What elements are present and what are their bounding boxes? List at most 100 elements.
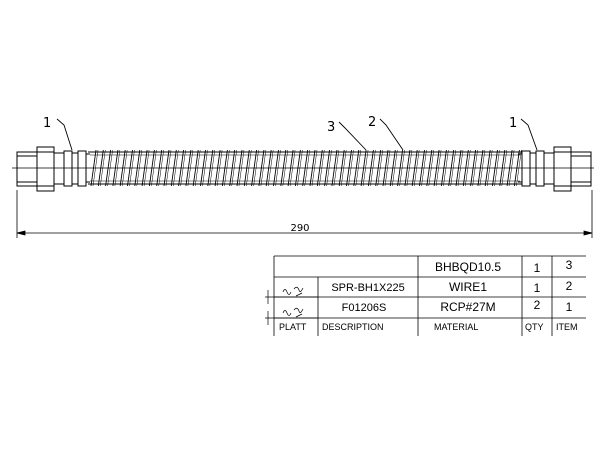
spring-coil <box>134 149 141 187</box>
spring-coil <box>273 149 279 187</box>
spring-coil-edge <box>194 149 201 187</box>
spring-coil <box>316 149 323 187</box>
spring-coil <box>440 149 447 187</box>
spring-coil <box>492 149 498 187</box>
spring-coil <box>382 149 389 187</box>
spring-coil <box>499 149 506 187</box>
spring-coil-edge <box>209 149 216 187</box>
bom-row-1-item: 3 <box>566 258 573 272</box>
bom-row-2-item: 2 <box>566 279 573 293</box>
callout-leader-left-fitting <box>56 118 73 151</box>
spring-coil <box>170 149 177 187</box>
spring-coil-edge <box>333 149 340 187</box>
spring-coil-edge <box>289 149 296 187</box>
spring-coil-edge <box>92 149 99 187</box>
spring-coil-edge <box>486 149 493 187</box>
spring-coil <box>448 149 455 187</box>
spring-coil-edge <box>472 149 478 187</box>
spring-coil-edge <box>304 149 310 187</box>
platt-marks <box>265 286 318 325</box>
spring-coil-edge <box>173 149 179 187</box>
spring-coil <box>163 149 170 187</box>
spring-coil <box>353 149 360 187</box>
spring-coil-edge <box>348 149 354 187</box>
spring-coil <box>375 149 382 187</box>
spring-coil-edge <box>136 149 143 187</box>
spring-coil-edge <box>114 149 121 187</box>
bom-row: F01206S RCP#27M 2 1 <box>342 298 573 314</box>
spring-coil-edge <box>494 149 500 187</box>
spring-coil <box>156 149 163 187</box>
spring-coil-edge <box>443 149 449 187</box>
left-end-fitting <box>16 146 90 192</box>
spring-coil-edge <box>319 149 325 187</box>
spring-coil <box>309 149 316 187</box>
bom-row-1-material: BHBQD10.5 <box>435 260 501 274</box>
spring-coil-edge <box>180 149 186 187</box>
callout-leader-spring-guard <box>338 121 367 151</box>
spring-coil-edge <box>508 149 515 187</box>
bom-row-3-description: F01206S <box>342 302 387 314</box>
spring-coil <box>338 149 345 187</box>
spring-coil-edge <box>158 149 164 187</box>
spring-coil <box>397 149 404 187</box>
spring-coil <box>97 149 104 187</box>
dimension-arrow-left <box>16 230 26 236</box>
spring-coil <box>367 149 374 187</box>
spring-coil-edge <box>465 149 471 187</box>
spring-coil <box>324 149 331 187</box>
overall-length-dimension <box>16 190 593 238</box>
bom-header-item: ITEM <box>556 322 578 332</box>
bill-of-materials <box>273 255 586 336</box>
spring-coil <box>404 149 411 187</box>
spring-coil <box>426 149 433 187</box>
spring-coil-edge <box>267 149 274 187</box>
spring-coil <box>141 149 148 187</box>
spring-coil-edge <box>457 149 464 187</box>
spring-coil <box>119 149 126 187</box>
spring-coil <box>192 149 199 187</box>
spring-coil-edge <box>450 149 456 187</box>
spring-coil-edge <box>121 149 128 187</box>
callout-leader-hose <box>379 118 404 151</box>
spring-coil <box>251 149 258 187</box>
spring-coil <box>360 149 367 187</box>
spring-coil-edge <box>165 149 172 187</box>
spring-coil <box>506 149 513 187</box>
spring-coil <box>221 149 228 187</box>
spring-coil <box>207 149 214 187</box>
spring-coil <box>411 149 418 187</box>
spring-coil-edge <box>202 149 208 187</box>
spring-coil <box>287 149 294 187</box>
spring-coil-edge <box>355 149 362 187</box>
spring-coil-edge <box>421 149 427 187</box>
spring-coil-edge <box>392 149 398 187</box>
bom-header-qty: QTY <box>525 322 544 332</box>
spring-coil-edge <box>100 149 106 187</box>
spring-coil-edge <box>399 149 405 187</box>
spring-coil <box>346 149 352 187</box>
spring-coil-edge <box>275 149 281 187</box>
spring-coil <box>513 149 520 187</box>
bom-row-3-qty: 2 <box>534 298 541 312</box>
spring-coil-edge <box>187 149 194 187</box>
spring-coil-edge <box>435 149 442 187</box>
callout-label-left-fitting: 1 <box>43 116 51 131</box>
spring-coil <box>214 149 221 187</box>
spring-coil <box>389 149 396 187</box>
spring-coil <box>148 149 155 187</box>
spring-coil-edge <box>129 149 135 187</box>
spring-coil-edge <box>231 149 237 187</box>
bom-row-1-qty: 1 <box>534 261 541 275</box>
spring-coil <box>178 149 185 187</box>
callout-leader-right-fitting <box>520 118 538 151</box>
spring-coil-edge <box>340 149 347 187</box>
spring-coil-edge <box>479 149 486 187</box>
dimension-arrow-right <box>583 230 593 236</box>
spring-coil <box>127 149 133 187</box>
bom-header-material: MATERIAL <box>434 322 478 332</box>
spring-coil <box>433 149 440 187</box>
spring-coil <box>462 149 469 187</box>
spring-coil-edge <box>224 149 230 187</box>
